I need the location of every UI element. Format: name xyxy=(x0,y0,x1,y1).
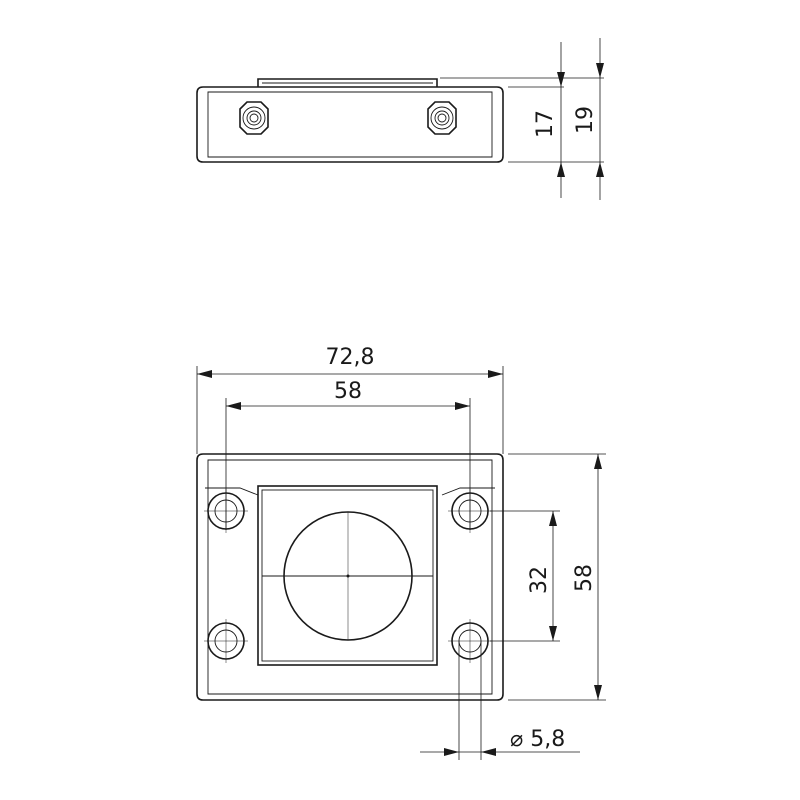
dimension-overall-length-vertical: 58 xyxy=(508,453,606,701)
dimension-overall-height: 19 xyxy=(573,38,604,200)
dimension-label-58-horizontal: 58 xyxy=(334,379,362,404)
dimension-label-19: 19 xyxy=(573,106,598,134)
dimension-label-58-vertical: 58 xyxy=(572,564,597,592)
dimension-body-height: 17 xyxy=(533,42,565,198)
dimension-label-17: 17 xyxy=(533,110,558,138)
dimension-hole-diameter: ⌀ 5,8 xyxy=(420,641,580,760)
side-view: 17 19 xyxy=(196,38,604,200)
dimension-hole-spacing-horizontal: 58 xyxy=(225,379,471,530)
side-view-top-plate xyxy=(257,78,438,87)
dimension-hole-spacing-vertical: 32 xyxy=(490,510,560,642)
front-view-outer-plate xyxy=(196,453,504,701)
mounting-hole-bottom-right xyxy=(448,619,492,663)
front-view-inner-housing xyxy=(257,485,438,666)
dimension-overall-width: 72,8 xyxy=(196,345,504,454)
dimension-label-diameter-5-8: ⌀ 5,8 xyxy=(510,727,565,752)
side-view-right-nut xyxy=(427,101,457,135)
front-view: 72,8 58 32 58 xyxy=(196,345,606,760)
side-view-body xyxy=(196,86,504,163)
dimension-label-72-8: 72,8 xyxy=(326,345,375,370)
side-view-left-nut xyxy=(239,101,269,135)
mounting-hole-bottom-left xyxy=(204,619,248,663)
dimension-label-32: 32 xyxy=(527,566,552,594)
